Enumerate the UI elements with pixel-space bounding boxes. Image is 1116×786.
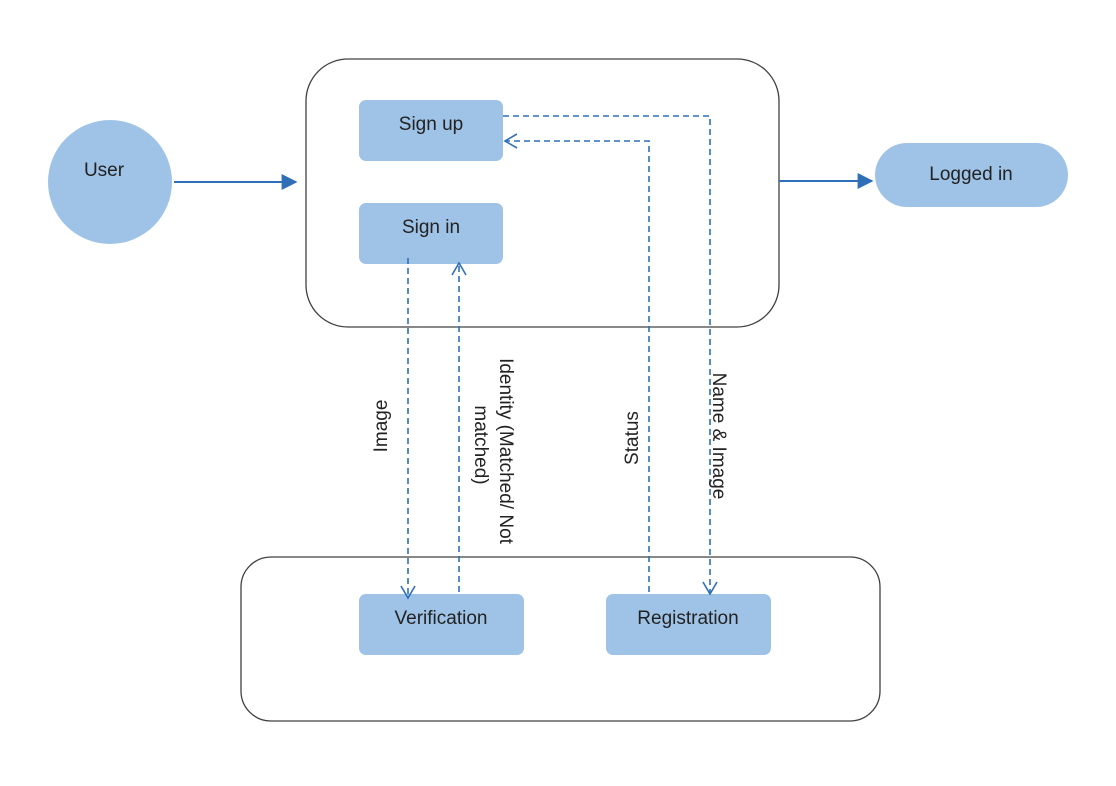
sign-in-node[interactable]: Sign in bbox=[359, 203, 503, 264]
auth-container bbox=[305, 58, 780, 328]
identity-edge-label-line1: Identity (Matched/ Not bbox=[495, 358, 516, 545]
logged-in-node[interactable]: Logged in bbox=[875, 143, 1068, 207]
identity-arrowhead bbox=[451, 261, 467, 276]
image-arrowhead bbox=[400, 585, 416, 600]
sign-up-node[interactable]: Sign up bbox=[359, 100, 503, 161]
user-node[interactable]: User bbox=[48, 120, 172, 244]
status-arrowhead bbox=[503, 133, 518, 149]
image-edge bbox=[400, 258, 416, 600]
logged-in-label: Logged in bbox=[929, 164, 1012, 185]
status-edge bbox=[503, 133, 650, 592]
status-edge-label: Status bbox=[622, 411, 643, 465]
backend-container bbox=[240, 556, 881, 722]
verification-label: Verification bbox=[395, 608, 488, 629]
image-edge-label: Image bbox=[371, 400, 392, 453]
name-image-edge bbox=[503, 115, 718, 596]
sign-in-label: Sign in bbox=[402, 217, 460, 238]
user-label: User bbox=[84, 160, 125, 181]
registration-label: Registration bbox=[637, 608, 738, 629]
name-image-edge-label: Name & Image bbox=[708, 373, 729, 500]
registration-node[interactable]: Registration bbox=[606, 594, 771, 655]
sign-up-label: Sign up bbox=[399, 114, 463, 135]
identity-edge bbox=[451, 261, 467, 592]
name-image-arrowhead bbox=[702, 581, 718, 596]
verification-node[interactable]: Verification bbox=[359, 594, 524, 655]
identity-edge-label-line2: matched) bbox=[470, 405, 491, 484]
